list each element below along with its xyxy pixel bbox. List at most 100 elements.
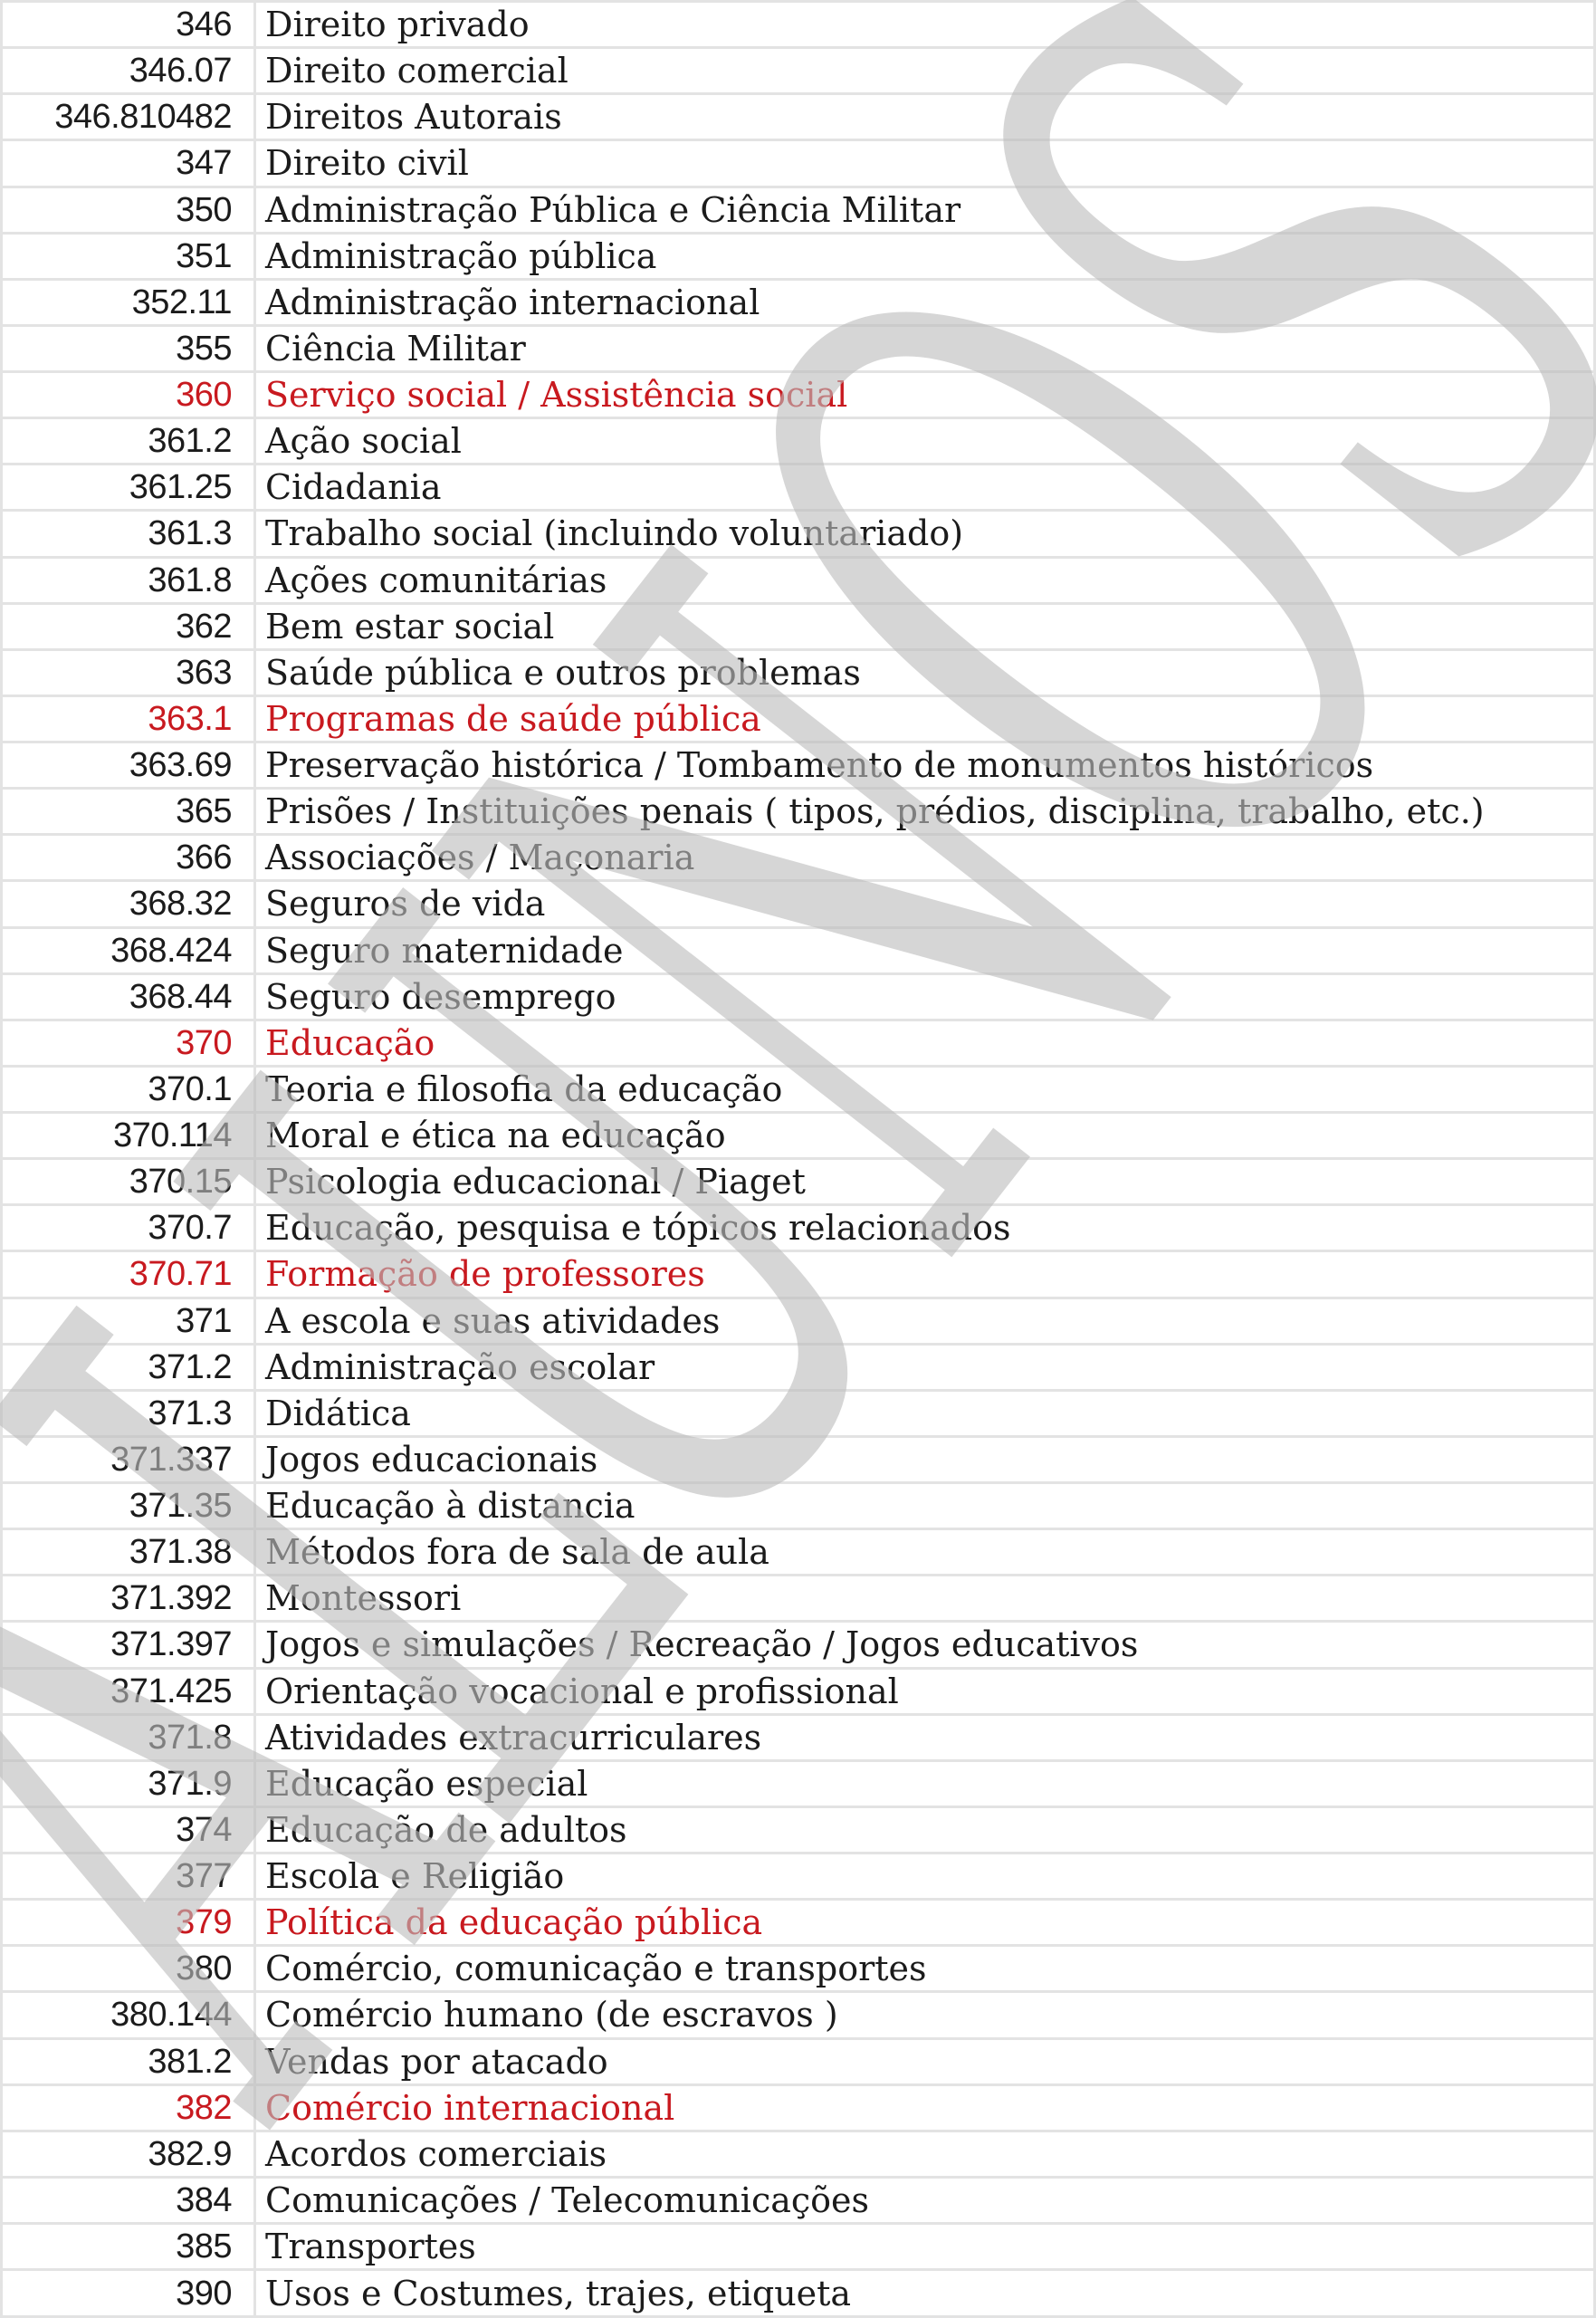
class-description: Política da educação pública [253, 1898, 1596, 1948]
class-code: 385 [0, 2221, 256, 2272]
class-description: Ação social [253, 417, 1596, 466]
class-code: 362 [0, 601, 256, 651]
class-description: Direitos Autorais [253, 92, 1596, 142]
class-description: Orientação vocacional e profissional [253, 1666, 1596, 1716]
class-code: 350 [0, 185, 256, 235]
class-description: Seguro desemprego [253, 972, 1596, 1021]
class-code: 380.144 [0, 1990, 256, 2040]
class-description: A escola e suas atividades [253, 1296, 1596, 1346]
class-code: 361.3 [0, 509, 256, 559]
class-description: Moral e ética na educação [253, 1110, 1596, 1161]
class-code: 346.07 [0, 46, 256, 96]
class-code: 390 [0, 2268, 256, 2318]
class-code: 347 [0, 139, 256, 188]
class-description: Seguro maternidade [253, 925, 1596, 975]
class-code: 346 [0, 0, 256, 50]
class-code: 371.8 [0, 1712, 256, 1762]
class-description: Teoria e filosofia da educação [253, 1064, 1596, 1115]
class-code: 361.2 [0, 417, 256, 466]
class-description: Usos e Costumes, trajes, etiqueta [253, 2268, 1596, 2318]
class-code: 361.8 [0, 555, 256, 605]
class-code: 366 [0, 833, 256, 883]
class-code: 370.1 [0, 1064, 256, 1115]
class-description: Administração internacional [253, 277, 1596, 327]
class-description: Cidadania [253, 463, 1596, 512]
class-code: 381.2 [0, 2036, 256, 2086]
class-code: 361.25 [0, 463, 256, 512]
class-description: Escola e Religião [253, 1851, 1596, 1901]
class-description: Formação de professores [253, 1250, 1596, 1299]
class-description: Prisões / Instituições penais ( tipos, p… [253, 787, 1596, 837]
class-description: Educação, pesquisa e tópicos relacionado… [253, 1203, 1596, 1253]
class-code: 371.392 [0, 1574, 256, 1624]
class-description: Ciência Militar [253, 323, 1596, 374]
class-code: 382 [0, 2083, 256, 2132]
class-description: Administração escolar [253, 1342, 1596, 1392]
class-code: 371.425 [0, 1666, 256, 1716]
class-description: Associações / Maçonaria [253, 833, 1596, 883]
class-code: 365 [0, 787, 256, 837]
class-description: Jogos e simulações / Recreação / Jogos e… [253, 1620, 1596, 1670]
class-description: Administração Pública e Ciência Militar [253, 185, 1596, 235]
class-code: 371.3 [0, 1388, 256, 1438]
class-description: Bem estar social [253, 601, 1596, 651]
class-code: 380 [0, 1944, 256, 1994]
class-description: Direito civil [253, 139, 1596, 188]
class-code: 371.397 [0, 1620, 256, 1670]
class-code: 363 [0, 647, 256, 697]
class-description: Transportes [253, 2221, 1596, 2272]
class-code: 371.337 [0, 1434, 256, 1485]
class-description: Montessori [253, 1574, 1596, 1624]
class-code: 370.15 [0, 1157, 256, 1207]
class-description: Saúde pública e outros problemas [253, 647, 1596, 697]
class-code: 374 [0, 1805, 256, 1855]
class-code: 377 [0, 1851, 256, 1901]
class-code: 371 [0, 1296, 256, 1346]
class-code: 360 [0, 369, 256, 420]
class-description: Educação [253, 1018, 1596, 1068]
class-description: Serviço social / Assistência social [253, 369, 1596, 420]
class-code: 384 [0, 2175, 256, 2226]
class-description: Educação à distancia [253, 1480, 1596, 1531]
class-description: Vendas por atacado [253, 2036, 1596, 2086]
class-code: 382.9 [0, 2129, 256, 2179]
class-description: Comércio, comunicação e transportes [253, 1944, 1596, 1994]
class-code: 371.2 [0, 1342, 256, 1392]
